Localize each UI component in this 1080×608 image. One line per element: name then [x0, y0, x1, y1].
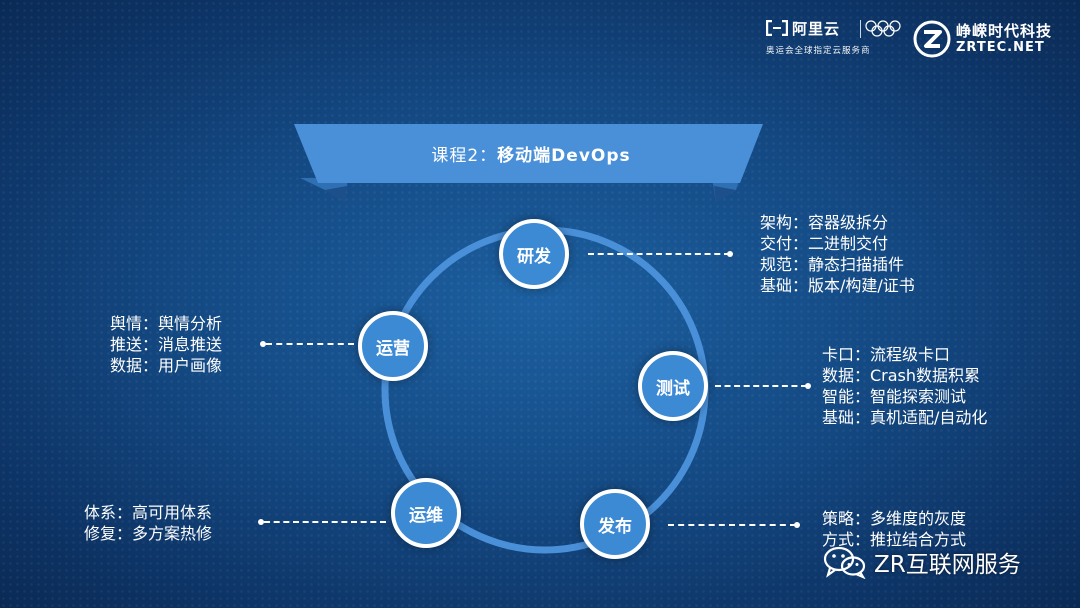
- banner-right-tail: [712, 178, 740, 202]
- node-ops: 运营: [358, 311, 428, 381]
- info-ops-line: 推送：消息推送: [110, 335, 223, 354]
- info-dev-line: 架构：容器级拆分: [760, 213, 889, 232]
- connector-release: [668, 524, 796, 526]
- watermark: ZR互联网服务: [822, 544, 1021, 580]
- brand-divider: [860, 20, 861, 38]
- connector-dev-end: [727, 251, 733, 257]
- info-maintain-line: 修复：多方案热修: [84, 524, 213, 543]
- banner-prefix: 课程2：: [431, 146, 498, 166]
- node-test: 测试: [638, 351, 708, 421]
- banner-left-tail: [300, 178, 348, 202]
- info-ops-line: 舆情：舆情分析: [110, 314, 223, 333]
- connector-maintain-end: [258, 519, 264, 525]
- info-maintain: 体系：高可用体系 修复：多方案热修: [84, 502, 212, 544]
- info-test-line: 基础：真机适配/自动化: [822, 408, 988, 427]
- info-ops: 舆情：舆情分析 推送：消息推送 数据：用户画像: [110, 313, 222, 376]
- node-dev: 研发: [499, 219, 569, 289]
- info-test-line: 数据：Crash数据积累: [822, 366, 981, 385]
- connector-ops-end: [260, 341, 266, 347]
- info-release-line: 策略：多维度的灰度: [822, 509, 967, 528]
- info-test-line: 卡口：流程级卡口: [822, 345, 951, 364]
- banner-course-title: 移动端DevOps: [497, 146, 631, 166]
- info-release-line: 方式：推拉结合方式: [822, 530, 967, 549]
- zrtec-logo-icon: [913, 20, 951, 58]
- brand-header: 阿里云 奥运会全球指定云服务商 峥嵘时代科技 ZRTEC.NET: [766, 18, 1066, 62]
- olympic-rings-icon: [865, 20, 901, 37]
- info-release: 策略：多维度的灰度 方式：推拉结合方式: [822, 508, 966, 550]
- info-maintain-line: 体系：高可用体系: [84, 503, 213, 522]
- info-test: 卡口：流程级卡口 数据：Crash数据积累 智能：智能探索测试 基础：真机适配/…: [822, 344, 987, 428]
- banner-title: 课程2：移动端DevOps: [298, 141, 764, 166]
- node-maintain: 运维: [391, 478, 461, 548]
- info-dev-line: 规范：静态扫描插件: [760, 255, 905, 274]
- info-dev-line: 基础：版本/构建/证书: [760, 276, 915, 295]
- info-dev-line: 交付：二进制交付: [760, 234, 889, 253]
- connector-test: [715, 385, 807, 387]
- connector-test-end: [805, 383, 811, 389]
- info-dev: 架构：容器级拆分 交付：二进制交付 规范：静态扫描插件 基础：版本/构建/证书: [760, 212, 915, 296]
- connector-release-end: [794, 522, 800, 528]
- connector-ops: [266, 343, 354, 345]
- connector-dev: [588, 253, 730, 255]
- zrtec-chinese-name: 峥嵘时代科技: [956, 22, 1053, 40]
- zrtec-english-name: ZRTEC.NET: [956, 40, 1045, 55]
- watermark-text: ZR互联网服务: [874, 552, 1021, 578]
- wechat-icon: [823, 546, 866, 579]
- aliyun-logo-icon: [766, 20, 788, 36]
- node-release: 发布: [580, 489, 650, 559]
- aliyun-name: 阿里云: [792, 20, 841, 38]
- info-test-line: 智能：智能探索测试: [822, 387, 967, 406]
- connector-maintain: [264, 521, 386, 523]
- aliyun-subtitle: 奥运会全球指定云服务商: [766, 46, 871, 56]
- info-ops-line: 数据：用户画像: [110, 356, 223, 375]
